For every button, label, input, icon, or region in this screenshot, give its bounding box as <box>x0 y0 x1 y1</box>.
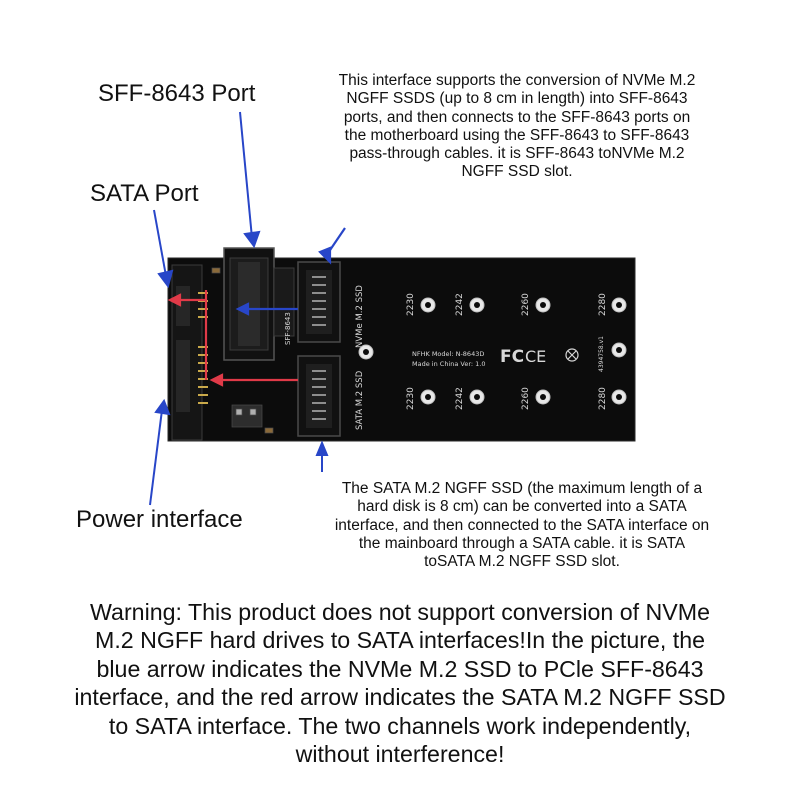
sata-desc-line: the mainboard through a SATA cable. it i… <box>358 534 686 552</box>
model-line-2: Made in China Ver: 1.0 <box>412 360 486 368</box>
size-label-2242-bottom: 2242 <box>455 387 465 410</box>
sff-8643-port-label: SFF-8643 Port <box>98 80 256 107</box>
nvme-description: This interface supports the conversion o… <box>282 72 752 182</box>
sata-port-label: SATA Port <box>90 180 199 207</box>
warning-text: Warning: This product does not support c… <box>10 598 790 768</box>
fcc-mark: FC <box>500 347 524 367</box>
sata-slot-pointer-arrow <box>315 440 329 472</box>
nvme-desc-line: ports, and then connects to the SFF-8643… <box>343 108 691 126</box>
nvme-desc-line: NGFF SSD slot. <box>461 163 573 181</box>
warning-line: interface, and the red arrow indicates t… <box>74 684 726 711</box>
label-leader-arrows <box>149 111 261 506</box>
size-label-2230-top: 2230 <box>406 293 416 316</box>
warning-line: without interference! <box>295 741 505 768</box>
serial-silkscreen: 4394758.v1 <box>598 336 605 372</box>
nvme-slot-silkscreen: NVMe M.2 SSD <box>355 285 365 348</box>
recycle-icon <box>565 348 579 362</box>
sata-desc-line: toSATA M.2 NGFF SSD slot. <box>424 553 620 571</box>
nvme-m2-slot <box>297 261 341 343</box>
ce-mark: CE <box>525 347 546 366</box>
size-label-2242-top: 2242 <box>455 293 465 316</box>
size-label-2260-bottom: 2260 <box>521 387 531 410</box>
warning-line: Warning: This product does not support c… <box>90 599 710 625</box>
size-label-2280-bottom: 2280 <box>598 387 608 410</box>
sata-description: The SATA M.2 NGFF SSD (the maximum lengt… <box>262 480 782 571</box>
sata-desc-line: interface, and then connected to the SAT… <box>334 516 710 534</box>
nvme-desc-line: This interface supports the conversion o… <box>338 72 696 89</box>
nvme-desc-line: the motherboard using the SFF-8643 to SF… <box>344 126 690 144</box>
power-interface-label: Power interface <box>76 506 243 533</box>
nvme-desc-line: pass-through cables. it is SFF-8643 toNV… <box>349 145 685 163</box>
size-label-2230-bottom: 2230 <box>406 387 416 410</box>
size-label-2280-top: 2280 <box>598 293 608 316</box>
sata-desc-line: The SATA M.2 NGFF SSD (the maximum lengt… <box>341 480 703 497</box>
model-line-1: NFHK Model: N-8643D <box>412 350 484 358</box>
size-label-2260-top: 2260 <box>521 293 531 316</box>
warning-line: to SATA interface. The two channels work… <box>108 712 692 739</box>
nvme-desc-line: NGFF SSDS (up to 8 cm in length) into SF… <box>346 90 688 108</box>
sata-desc-line: hard disk is 8 cm) can be converted into… <box>357 498 687 516</box>
sata-m2-slot <box>297 355 341 437</box>
sata-slot-silkscreen: SATA M.2 SSD <box>355 370 365 430</box>
blue-arrow-nvme-to-sff <box>235 227 346 316</box>
red-arrow-sata-to-sata <box>167 290 298 387</box>
warning-line: M.2 NGFF hard drives to SATA interfaces!… <box>95 627 705 654</box>
warning-line: blue arrow indicates the NVMe M.2 SSD to… <box>96 655 704 682</box>
sff-silkscreen: SFF-8643 <box>284 312 292 345</box>
